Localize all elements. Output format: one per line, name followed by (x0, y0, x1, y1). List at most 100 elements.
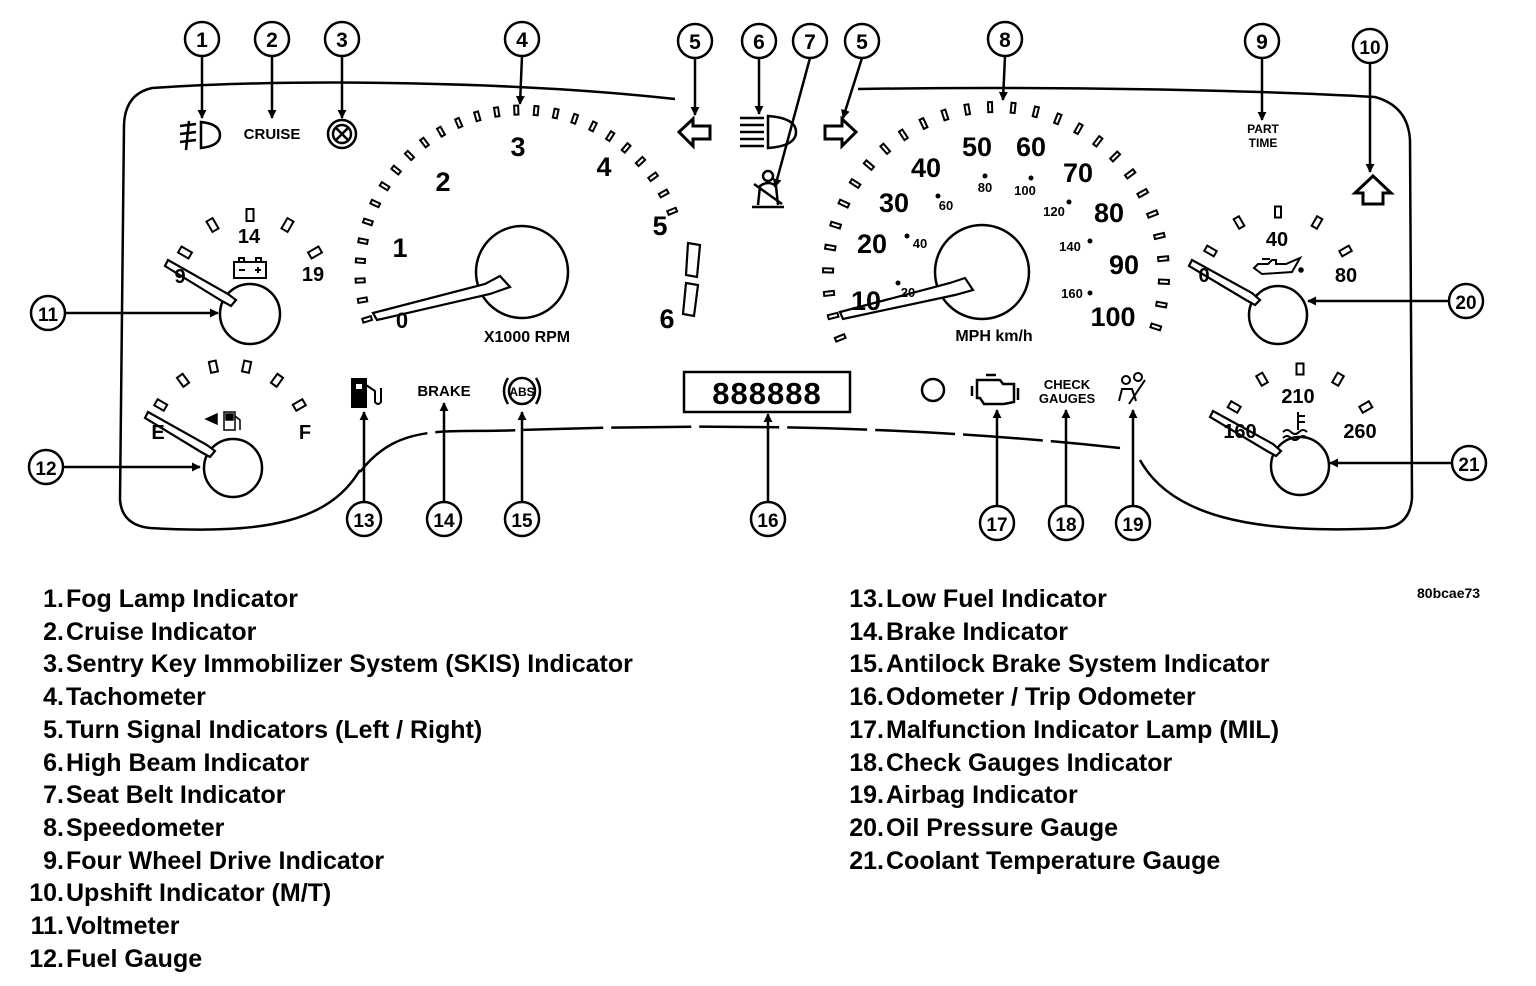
legend-number: 12 (18, 943, 64, 976)
speedo-tick (1091, 134, 1104, 148)
mph-label: 80 (1094, 198, 1124, 228)
legend-item: 12Fuel Gauge (18, 943, 633, 976)
callout-16 (749, 413, 787, 538)
speedo-tick (940, 108, 950, 122)
tach-tick (360, 314, 374, 324)
callout-number: 5 (689, 31, 701, 54)
voltmeter-tick (306, 245, 324, 260)
mph-label: 70 (1063, 158, 1093, 188)
mph-label: 30 (879, 188, 909, 218)
speedometer-kmh-scale: 20 40 60 80 100 120 140 160 MPH km/h (901, 180, 1083, 345)
voltmeter-hub (218, 282, 282, 346)
callout-14 (425, 402, 463, 538)
tach-tick (403, 149, 416, 162)
battery-icon (233, 257, 267, 279)
skis-key-icon (326, 118, 358, 150)
speedo-tick (862, 158, 876, 172)
callout-number: 6 (753, 31, 765, 54)
tach-tick (646, 171, 660, 183)
speedo-tick (1135, 187, 1150, 199)
mph-label: 90 (1109, 250, 1139, 280)
fuel-gauge-tick (175, 372, 191, 389)
tach-tick (587, 120, 599, 133)
coolant-thermometer-icon (1282, 412, 1308, 441)
callout-number: 16 (757, 511, 778, 532)
kmh-label: 40 (913, 236, 927, 251)
callout-number: 8 (999, 29, 1011, 52)
fuel-gauge-tick (240, 359, 253, 374)
callout-number: 17 (986, 515, 1007, 536)
engine-icon (970, 373, 1020, 406)
oil-can-icon (1252, 255, 1304, 276)
legend-label: Cruise Indicator (66, 617, 257, 646)
speedo-tick (1152, 231, 1166, 241)
callout-number: 14 (433, 511, 455, 532)
tach-tick (354, 257, 367, 265)
legend-number: 2 (18, 616, 64, 649)
callout-15 (503, 411, 541, 538)
legend-label: Four Wheel Drive Indicator (66, 846, 385, 875)
voltmeter-label: 19 (302, 264, 324, 286)
legend-item: 5Turn Signal Indicators (Left / Right) (18, 714, 633, 747)
tach-label-0: 0 (396, 308, 408, 333)
legend-item: 15Antilock Brake System Indicator (838, 648, 1279, 681)
fuel-gauge-tick (152, 397, 169, 413)
tach-tick (634, 155, 647, 168)
abs-icon (502, 376, 542, 406)
speedo-tick (918, 116, 929, 131)
kmh-label: 80 (978, 180, 992, 195)
callout-number: 10 (1359, 38, 1380, 59)
legend-item: 11Voltmeter (18, 910, 633, 943)
callout-7 (772, 22, 829, 188)
odometer-display (682, 370, 852, 414)
callout-3 (323, 20, 361, 119)
tach-tick (665, 206, 679, 217)
kmh-label: 60 (939, 198, 953, 213)
callout-number: 19 (1122, 515, 1143, 536)
tach-tick (513, 104, 520, 116)
coolant-temp-tick (1330, 371, 1346, 388)
mph-label: 60 (1016, 132, 1046, 162)
callout-number: 7 (804, 31, 816, 54)
speedo-tick (822, 267, 835, 274)
callout-9 (1243, 22, 1281, 121)
callout-number: 4 (516, 29, 528, 52)
check-gauges-line-1: CHECK (1044, 377, 1091, 392)
left-turn-arrow-icon (676, 115, 712, 150)
tachometer-unit-label: X1000 RPM (484, 329, 570, 346)
callout-4 (503, 20, 541, 105)
legend-item: 3Sentry Key Immobilizer System (SKIS) In… (18, 648, 633, 681)
fog-lamp-icon (179, 120, 222, 151)
callout-number: 9 (1256, 31, 1268, 54)
coolant-temp-label: 210 (1281, 386, 1314, 408)
speedometer-needle (838, 276, 975, 321)
speedo-tick (848, 177, 862, 190)
legend-number: 5 (18, 714, 64, 747)
legend-number: 7 (18, 779, 64, 812)
speedometer-hub (933, 223, 1031, 321)
mph-label: 40 (911, 153, 941, 183)
gauge-tick-marks (152, 100, 1374, 415)
voltmeter-tick (280, 216, 295, 234)
tach-tick (361, 217, 375, 227)
fuel-gauge-tick (291, 397, 308, 413)
tach-tick (604, 129, 616, 143)
coolant-temp-tick (1295, 362, 1305, 376)
right-turn-arrow-icon (823, 115, 859, 150)
speedo-tick (1009, 101, 1017, 115)
callout-10 (1351, 27, 1389, 173)
legend-number: 21 (838, 845, 884, 878)
legend-item: 1Fog Lamp Indicator (18, 583, 633, 616)
legend-number: 17 (838, 714, 884, 747)
legend-label: Sentry Key Immobilizer System (SKIS) Ind… (66, 650, 633, 679)
callout-5-right (841, 22, 881, 119)
legend-item: 6High Beam Indicator (18, 747, 633, 780)
legend-label: Antilock Brake System Indicator (886, 650, 1270, 679)
speedo-tick (828, 220, 843, 230)
callout-number: 18 (1055, 515, 1076, 536)
legend-item: 14Brake Indicator (838, 616, 1279, 649)
high-beam-icon (740, 114, 798, 150)
callout-13 (345, 411, 383, 538)
fuel-gauge-hub (202, 437, 264, 499)
legend-label: Coolant Temperature Gauge (886, 846, 1221, 875)
